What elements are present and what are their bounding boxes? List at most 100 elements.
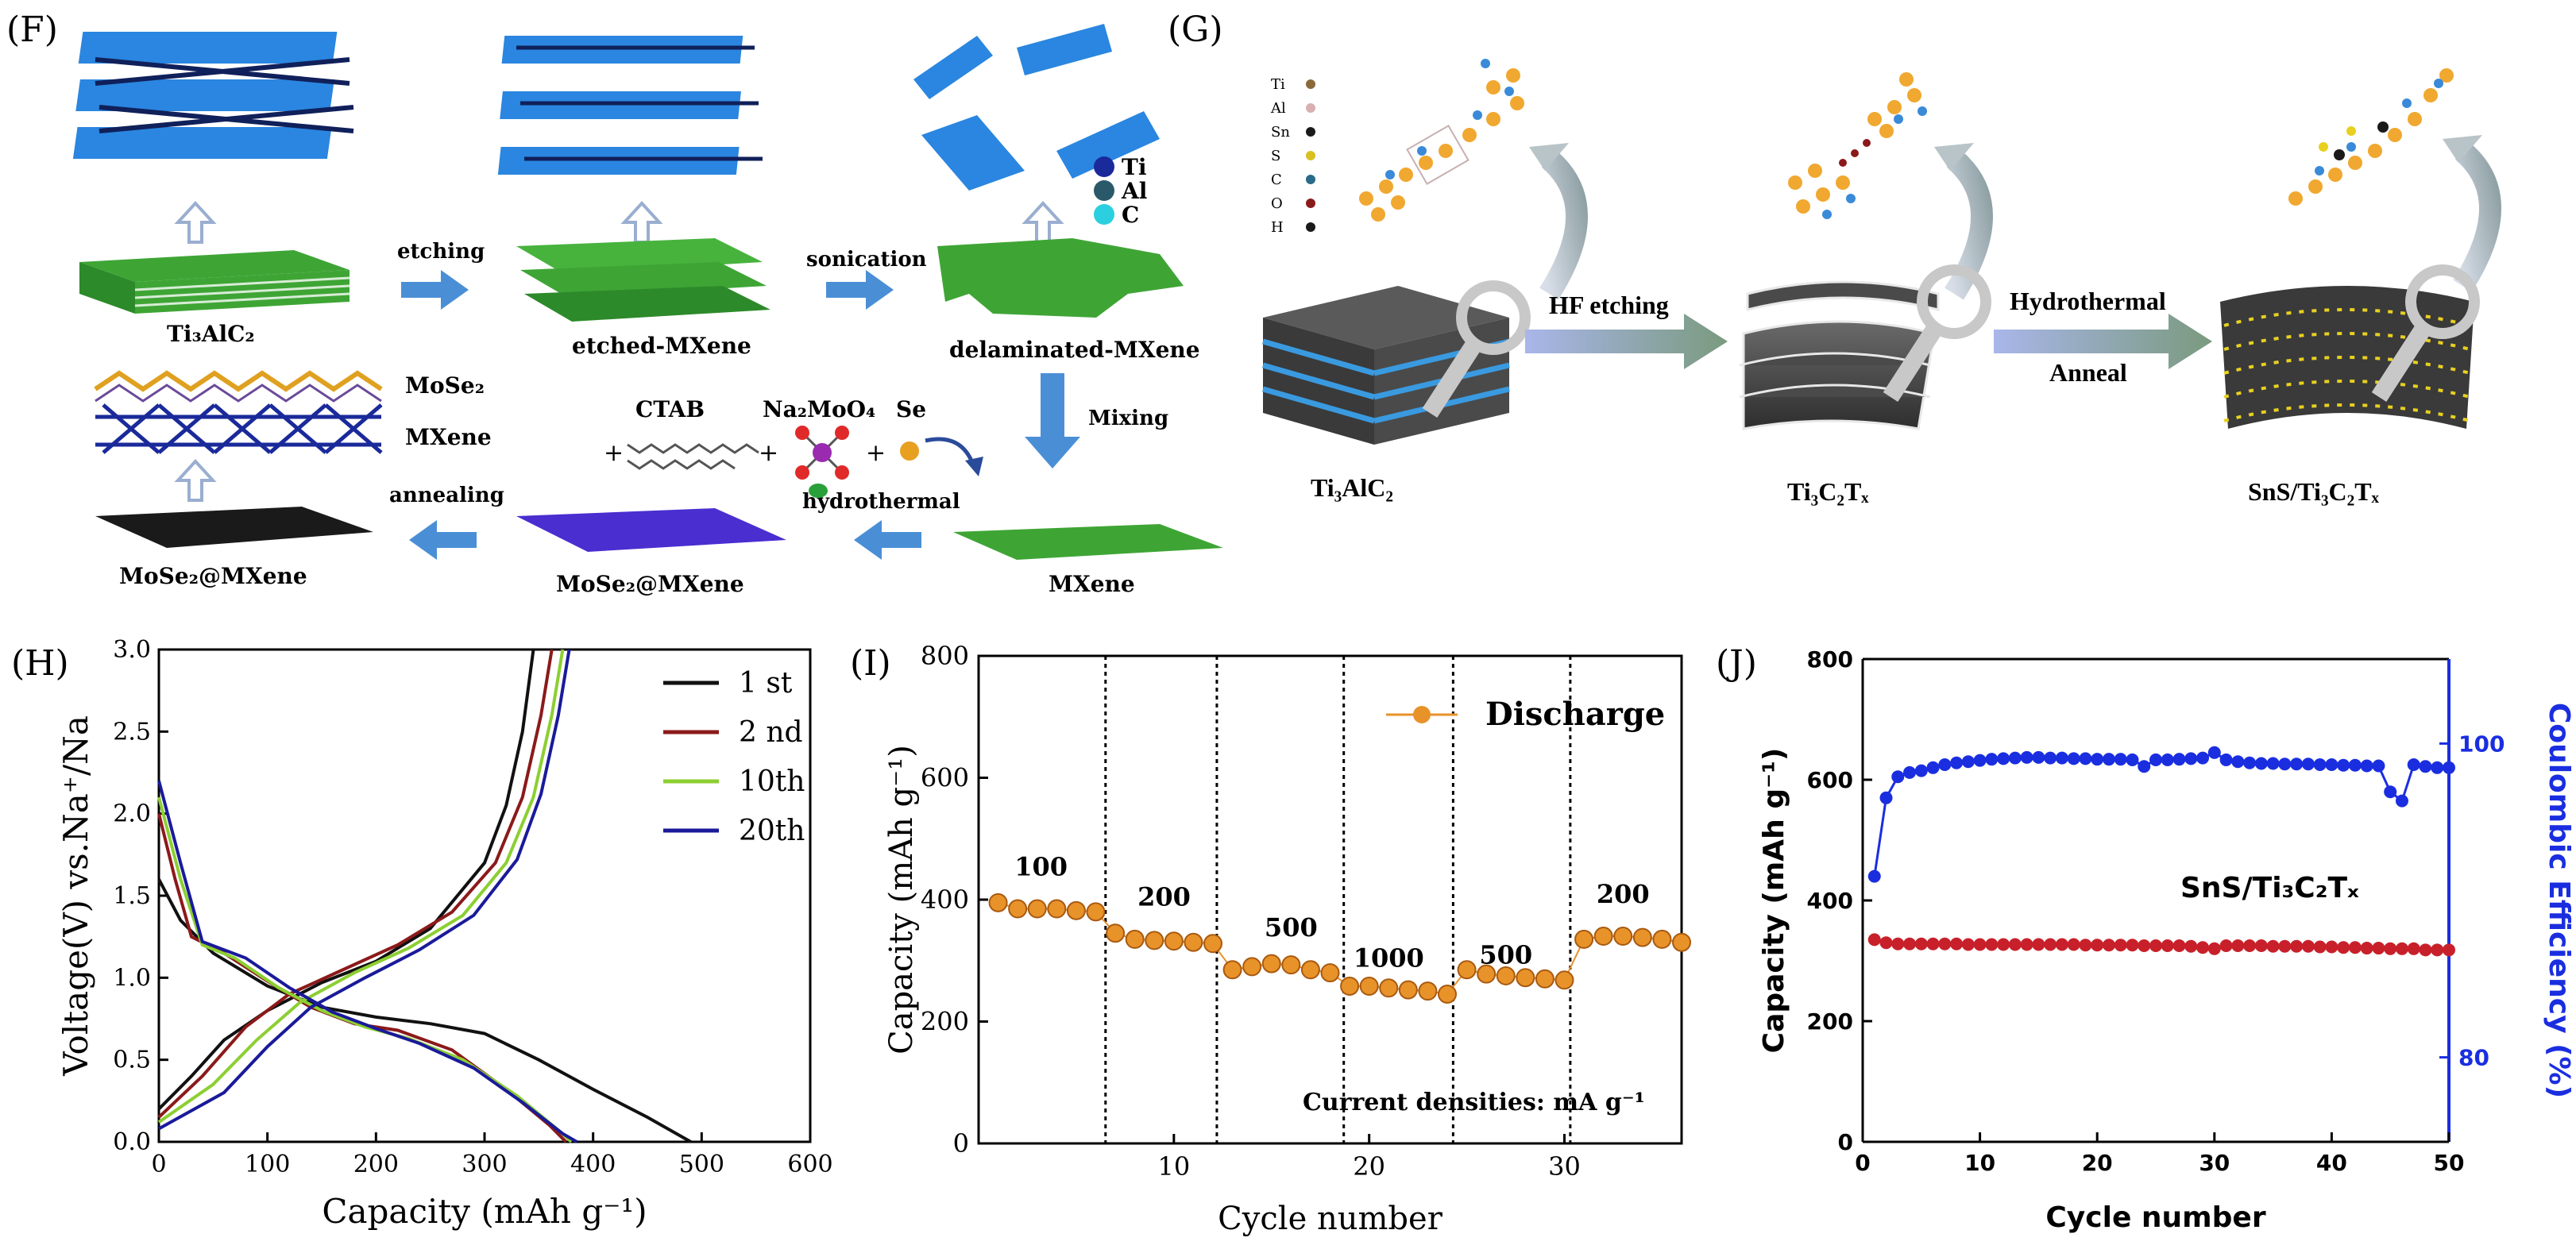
- svg-text:O: O: [1271, 195, 1283, 212]
- up-arrow-icons: [174, 201, 1064, 502]
- data-point: [1593, 927, 1613, 946]
- process-arrows-f: [401, 270, 1080, 560]
- series-line-charge: [157, 649, 535, 1111]
- panel-i-label: (I): [850, 643, 891, 684]
- data-point: [1535, 969, 1554, 989]
- data-point: [2419, 943, 2432, 957]
- y-tick-label: 2.0: [113, 800, 151, 828]
- hydrothermal-dot-icon: [809, 484, 828, 498]
- y-tick-label: 200: [1807, 1008, 1853, 1035]
- composite-block: [2220, 286, 2474, 429]
- data-point: [1997, 938, 2010, 951]
- x-tick-label: 10: [1157, 1151, 1190, 1182]
- data-point: [1008, 899, 1028, 919]
- y-tick-label: 0.0: [113, 1128, 151, 1156]
- mxene-label: MXene: [1049, 571, 1135, 597]
- mose2-layer-label: MoSe₂: [405, 372, 485, 399]
- atom-legend-f: Ti Al C: [1094, 154, 1147, 228]
- y-tick-label: 200: [921, 1007, 969, 1037]
- delaminated-crystal-structure: [913, 24, 1160, 191]
- g-mxene-label: Ti₃C₂Tₓ: [1787, 477, 1869, 506]
- x-tick-label: 200: [353, 1151, 399, 1178]
- data-point: [2138, 939, 2151, 952]
- plot-frame: [157, 648, 812, 1143]
- rate-label: 500: [1265, 912, 1318, 943]
- plus-sign-2: +: [759, 439, 778, 467]
- etched-label: etched-MXene: [572, 333, 751, 359]
- max-sheet-stack: [79, 250, 350, 314]
- data-point: [1145, 931, 1164, 950]
- data-point: [2290, 939, 2304, 953]
- data-point: [1950, 756, 1964, 769]
- data-point: [1891, 770, 1905, 784]
- data-point: [1961, 755, 1975, 769]
- data-point: [2231, 755, 2245, 769]
- data-point: [1222, 960, 1242, 980]
- mixing-step-label: Mixing: [1088, 407, 1168, 430]
- data-point: [2044, 938, 2057, 951]
- data-point: [2384, 785, 2397, 799]
- x-tick-label: 50: [2434, 1150, 2465, 1176]
- data-point: [2008, 751, 2022, 765]
- data-point: [2243, 939, 2257, 952]
- data-point: [2348, 758, 2362, 772]
- data-point: [2325, 940, 2338, 954]
- x-tick-label: 20: [2082, 1150, 2113, 1176]
- data-point: [2266, 939, 2280, 953]
- data-point: [1985, 753, 1999, 766]
- x-tick-label: 0: [151, 1151, 166, 1178]
- panel-j-label: (J): [1716, 643, 1757, 684]
- current-density-note: Current densities: mA g⁻¹: [1303, 1089, 1645, 1116]
- data-point: [1973, 754, 1987, 767]
- data-point: [2301, 758, 2315, 771]
- data-point: [2278, 758, 2292, 771]
- x-axis-label: Cycle number: [1218, 1201, 1443, 1237]
- x-tick-label: 600: [787, 1151, 832, 1178]
- data-point: [2149, 939, 2162, 952]
- y-tick-label: 0: [953, 1128, 969, 1159]
- data-point: [1047, 899, 1067, 919]
- data-point: [1359, 976, 1379, 996]
- x-tick-label: 40: [2316, 1150, 2347, 1176]
- data-point: [2431, 761, 2444, 774]
- data-point: [1903, 765, 1917, 779]
- data-point: [2325, 758, 2338, 771]
- data-point: [2067, 752, 2080, 765]
- mxene-atomic-structure: [1788, 72, 1927, 219]
- svg-text:S: S: [1271, 148, 1280, 164]
- data-point: [2020, 938, 2033, 951]
- max-label: Ti₃AlC₂: [167, 321, 255, 347]
- y-axis-label: Capacity (mAh g⁻¹): [883, 745, 920, 1054]
- data-point: [2254, 939, 2268, 952]
- y-tick-label: 0.5: [113, 1047, 151, 1074]
- y-tick-label: 800: [1807, 646, 1853, 673]
- ctab-molecule: [627, 443, 759, 470]
- y-tick-label: 600: [1807, 767, 1853, 793]
- data-point: [1903, 937, 1917, 950]
- mose2-mxene-label-purple: MoSe₂@MXene: [556, 571, 744, 597]
- panel-f-label: (F): [6, 10, 58, 50]
- data-point: [1184, 932, 1203, 952]
- max-atomic-structure: [1359, 59, 1524, 222]
- y-tick-label: 0: [1838, 1129, 1853, 1155]
- data-point: [1379, 978, 1399, 998]
- data-point: [2431, 943, 2444, 957]
- data-point: [1281, 955, 1301, 975]
- hydrothermal-label: Hydrothermal: [2010, 287, 2166, 315]
- data-point: [2278, 939, 2292, 953]
- data-point: [1457, 960, 1477, 980]
- hf-arrow: [1525, 314, 1728, 369]
- svg-text:C: C: [1271, 172, 1282, 188]
- mxene-layer-label: MXene: [405, 424, 492, 450]
- se-atom-icon: [900, 441, 919, 461]
- data-point: [1985, 938, 1999, 951]
- y-tick-label: 400: [921, 885, 969, 915]
- data-point: [1398, 980, 1418, 1000]
- data-point: [1973, 938, 1987, 951]
- svg-text:C: C: [1122, 202, 1139, 228]
- data-point: [1516, 968, 1535, 988]
- data-point: [1867, 933, 1881, 946]
